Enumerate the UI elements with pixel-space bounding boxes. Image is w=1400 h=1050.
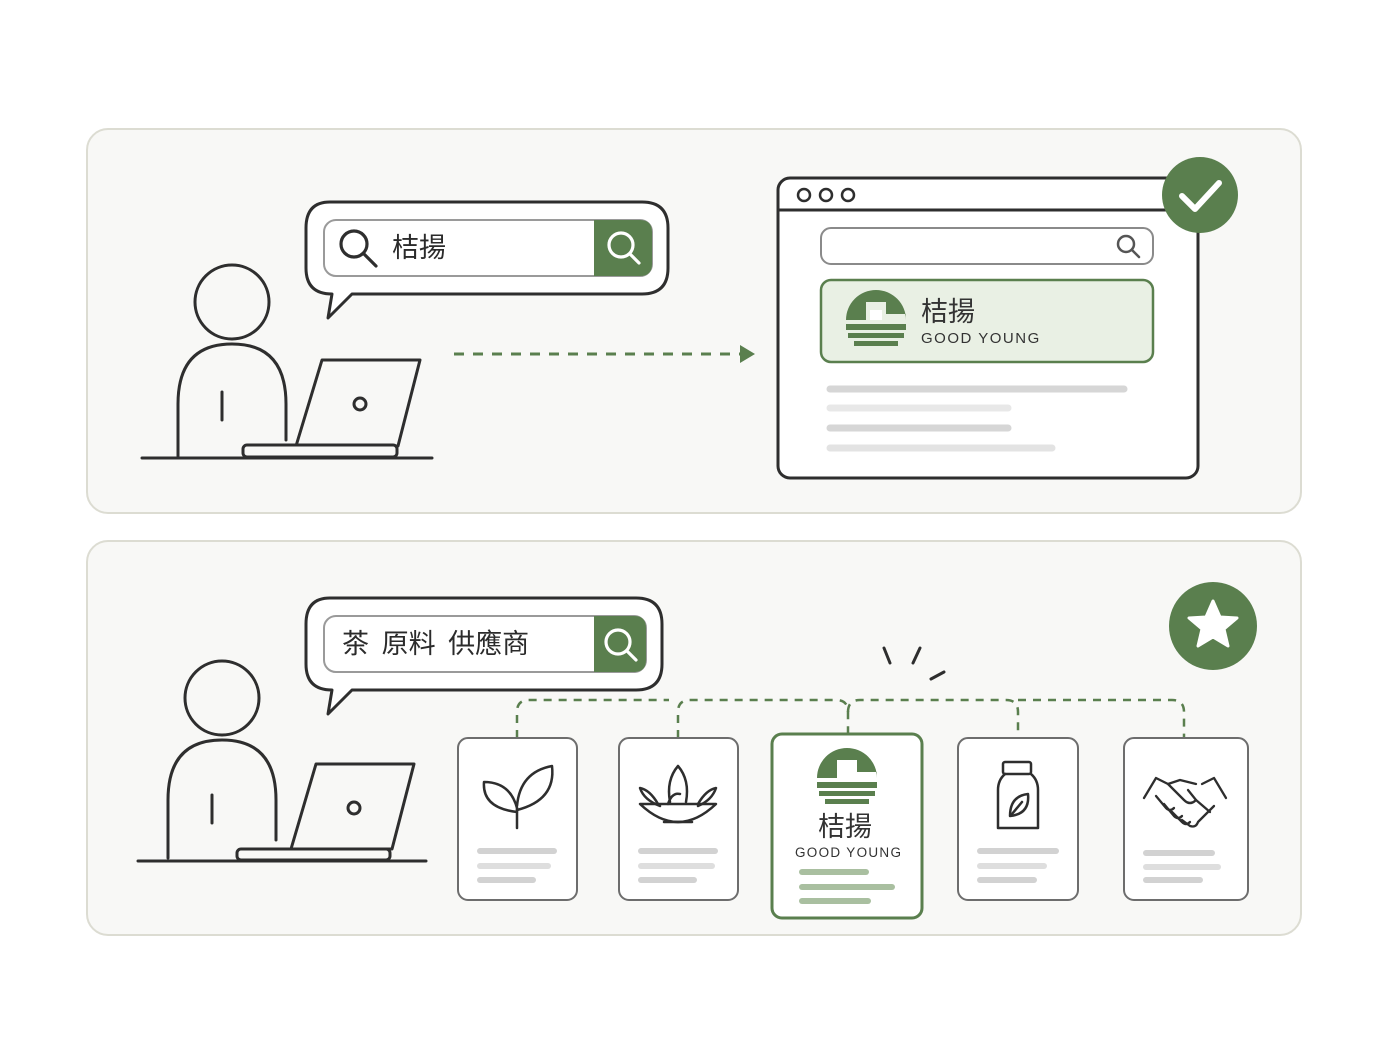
result-brand-name-en: GOOD YOUNG xyxy=(921,330,1041,347)
search-query-text[interactable]: 茶 原料 供應商 xyxy=(342,629,530,660)
search-box[interactable] xyxy=(323,219,653,277)
star-icon xyxy=(1169,582,1257,670)
bottle-icon xyxy=(996,760,1040,830)
search-button-icon[interactable] xyxy=(604,628,638,662)
result-placeholder-lines xyxy=(826,385,1128,452)
laptop-icon xyxy=(241,358,422,459)
browser-search-icon xyxy=(1116,234,1141,259)
window-control-dot xyxy=(840,187,856,203)
card-placeholder-lines xyxy=(477,848,557,883)
search-button-icon[interactable] xyxy=(607,231,641,265)
search-result-card[interactable] xyxy=(819,278,1155,364)
sprout-icon xyxy=(482,764,554,830)
supplier-card[interactable] xyxy=(618,737,739,901)
search-query-text[interactable]: 桔揚 xyxy=(392,233,446,264)
search-icon xyxy=(339,229,378,268)
handshake-icon xyxy=(1142,776,1228,828)
connector-lines xyxy=(515,698,1186,738)
browser-search-bar[interactable] xyxy=(820,227,1154,265)
supplier-card[interactable] xyxy=(957,737,1079,901)
window-control-dot xyxy=(796,187,812,203)
check-icon xyxy=(1162,157,1238,233)
tea-bowl-icon xyxy=(638,764,718,824)
card-placeholder-lines xyxy=(977,848,1059,883)
card-placeholder-lines xyxy=(638,848,718,883)
card-brand-name-en: GOOD YOUNG xyxy=(795,845,903,860)
supplier-card[interactable] xyxy=(1123,737,1249,901)
card-placeholder-lines xyxy=(1143,850,1221,883)
flow-arrow xyxy=(454,345,755,363)
window-control-dot xyxy=(818,187,834,203)
card-brand-name-zh: 桔揚 xyxy=(818,812,872,843)
result-brand-name-zh: 桔揚 xyxy=(921,297,975,328)
sparkle-lines xyxy=(882,646,946,681)
card-placeholder-lines xyxy=(799,869,895,904)
laptop-icon xyxy=(235,762,416,862)
